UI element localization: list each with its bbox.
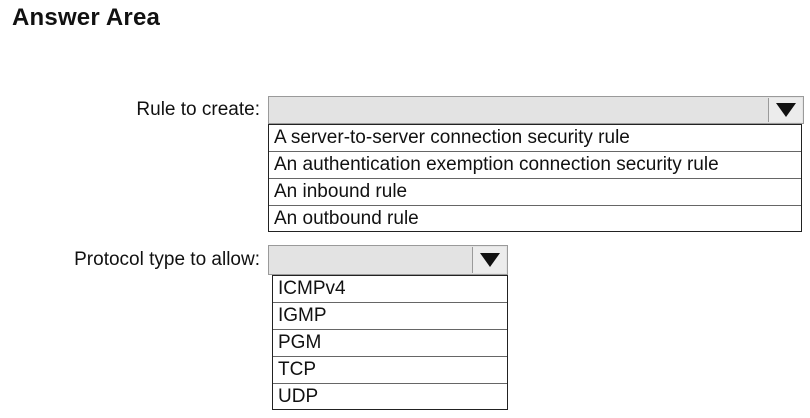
protocol-option[interactable]: PGM: [273, 330, 507, 357]
rule-option[interactable]: An outbound rule: [274, 208, 419, 229]
protocol-options-list: ICMPv4 IGMP PGM TCP UDP: [272, 275, 508, 410]
protocol-type-label: Protocol type to allow:: [74, 249, 260, 270]
protocol-option[interactable]: IGMP: [273, 303, 507, 330]
rule-dropdown-button[interactable]: [768, 98, 802, 122]
protocol-option[interactable]: ICMPv4: [273, 276, 507, 303]
protocol-dropdown-button[interactable]: [472, 247, 506, 273]
rule-to-create-select[interactable]: [268, 96, 804, 124]
page-title: Answer Area: [12, 4, 161, 31]
protocol-option[interactable]: UDP: [278, 386, 319, 407]
rule-to-create-label: Rule to create:: [136, 99, 260, 120]
rule-option[interactable]: An authentication exemption connection s…: [269, 152, 801, 179]
triangle-down-icon: [775, 103, 796, 117]
protocol-type-select[interactable]: [268, 245, 508, 275]
rule-options-list: A server-to-server connection security r…: [268, 124, 802, 232]
triangle-down-icon: [479, 253, 500, 267]
protocol-option[interactable]: TCP: [273, 357, 507, 384]
rule-option[interactable]: A server-to-server connection security r…: [269, 125, 801, 152]
rule-option[interactable]: An inbound rule: [269, 179, 801, 206]
